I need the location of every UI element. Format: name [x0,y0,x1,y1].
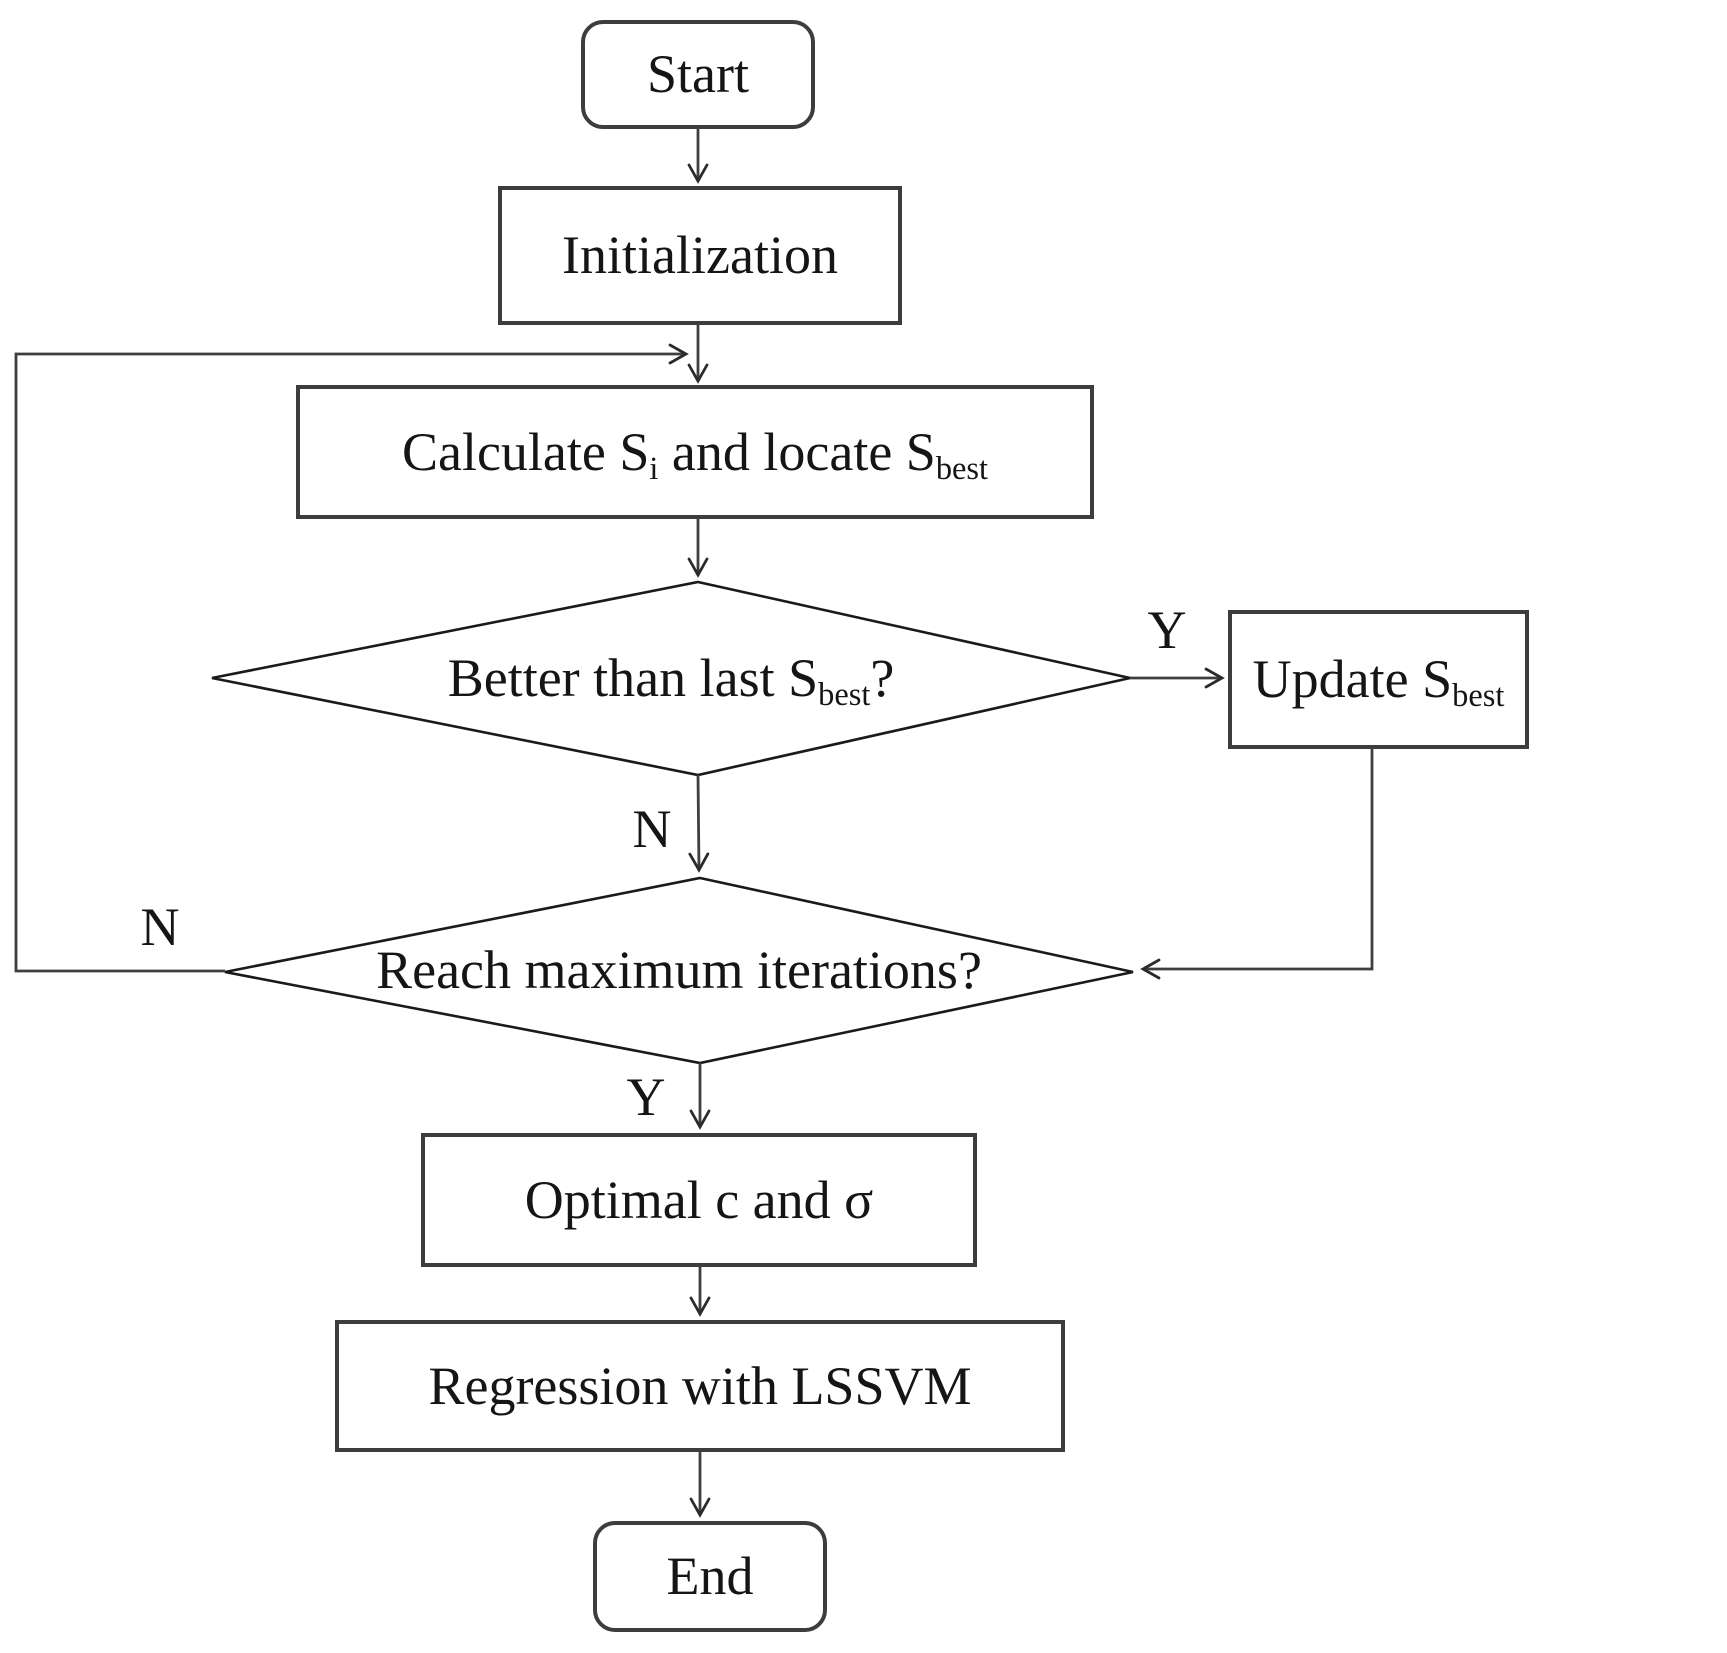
end-label: End [666,1546,754,1607]
edge-label-better-yes: Y [1147,600,1187,660]
calculate-node-shape [296,385,1094,519]
calculate-label: Calculate Si and locate Sbest [401,421,989,487]
optimal-label: Optimal c and σ [524,1169,874,1230]
arrow-better-no-to-reach-decision [688,774,710,873]
initialization-node-shape [498,186,902,325]
better-than-last-label: Better than last Sbest? [447,648,895,714]
update-sbest-label: Update Sbest [1252,649,1505,715]
regression-label: Regression with LSSVM [428,1355,972,1416]
edge-label-better-no: N [632,799,672,859]
reach-max-iterations-label: Reach maximum iterations? [376,940,982,1001]
arrow-update-to-reach-decision [1140,747,1374,980]
end-node-shape [593,1521,827,1632]
start-label: Start [647,44,749,105]
arrow-reach-no-loopback-to-calculate [14,343,689,973]
edge-label-reach-no: N [140,897,180,957]
update-sbest-node-shape [1228,610,1529,749]
regression-node-shape [335,1320,1065,1452]
edge-label-reach-yes: Y [626,1067,666,1127]
initialization-label: Initialization [562,225,838,286]
optimal-node-shape [421,1133,977,1267]
